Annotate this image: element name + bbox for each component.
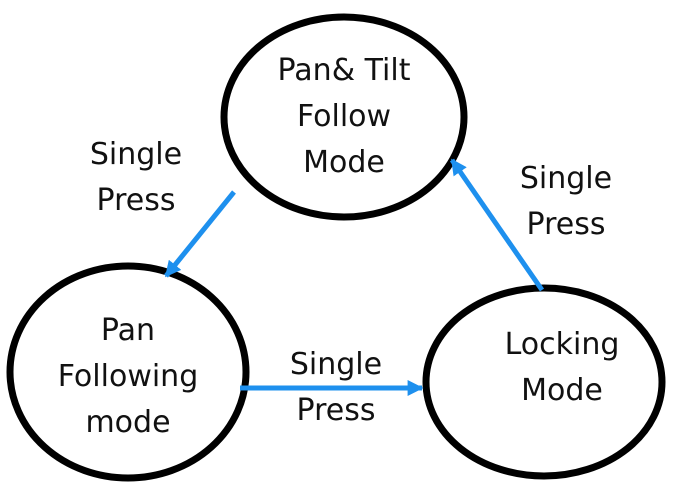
label-pan-following-mode: Pan Following mode	[28, 308, 228, 446]
label-line: Single	[289, 347, 383, 382]
label-line: Press	[296, 393, 376, 428]
label-line: Press	[526, 207, 606, 242]
label-line: Mode	[303, 145, 385, 180]
label-line: Pan	[100, 313, 156, 348]
label-line: Single	[89, 137, 183, 172]
label-locking-mode: Locking Mode	[462, 322, 662, 414]
label-line: Follow	[296, 99, 392, 134]
arrow-pantilt-to-pan	[164, 190, 236, 278]
arrow-locking-to-pantilt	[449, 158, 545, 292]
node-locking-mode	[422, 284, 666, 480]
edge-label-pan-to-locking: Single Press	[276, 342, 396, 434]
label-line: Mode	[521, 373, 603, 408]
label-line: Pan& Tilt	[277, 53, 411, 88]
node-pan-following-mode	[6, 262, 250, 482]
label-line: Single	[519, 161, 613, 196]
edge-label-locking-to-pantilt: Single Press	[506, 156, 626, 248]
edge-label-pantilt-to-pan: Single Press	[76, 132, 196, 224]
label-line: Locking	[504, 327, 620, 362]
label-line: Following	[57, 359, 199, 394]
label-pan-tilt-follow-mode: Pan& Tilt Follow Mode	[244, 48, 444, 186]
label-line: mode	[85, 405, 171, 440]
node-pan-tilt-follow-mode	[220, 13, 468, 221]
label-line: Press	[96, 183, 176, 218]
